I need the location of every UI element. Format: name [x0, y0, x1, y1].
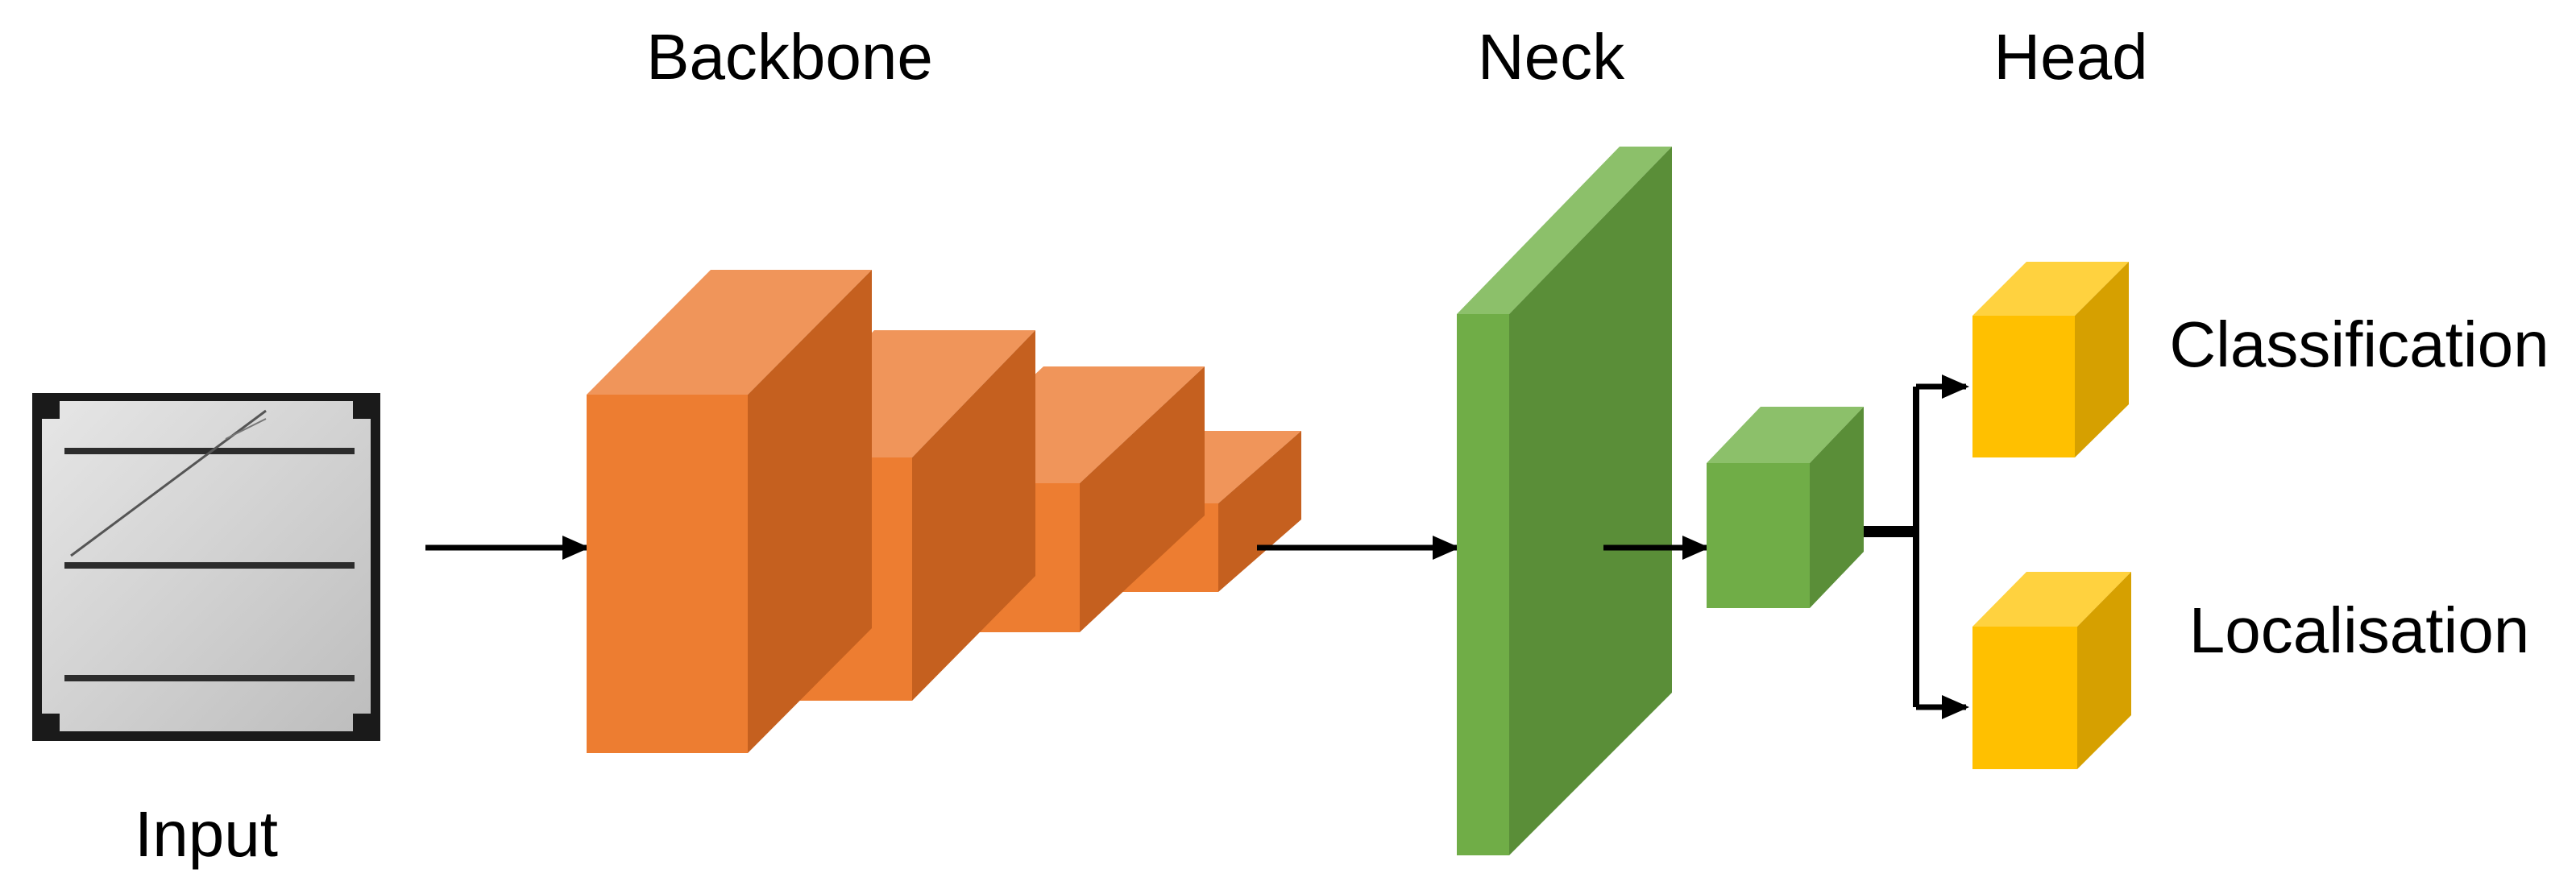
classification-label: Classification [2169, 308, 2549, 380]
localisation-label: Localisation [2189, 594, 2530, 666]
input-image [32, 393, 380, 741]
head-label: Head [1993, 21, 2147, 93]
classification-cube [1972, 262, 2129, 457]
neck-panel [1457, 147, 1672, 855]
backbone-blocks [587, 270, 1301, 753]
localisation-cube [1972, 572, 2131, 769]
input-label: Input [135, 798, 278, 870]
branch-connector [1864, 375, 1969, 719]
backbone-label: Backbone [646, 21, 933, 93]
head-block [1707, 407, 1864, 608]
neck-label: Neck [1478, 21, 1625, 93]
backbone-block-1 [587, 270, 872, 753]
